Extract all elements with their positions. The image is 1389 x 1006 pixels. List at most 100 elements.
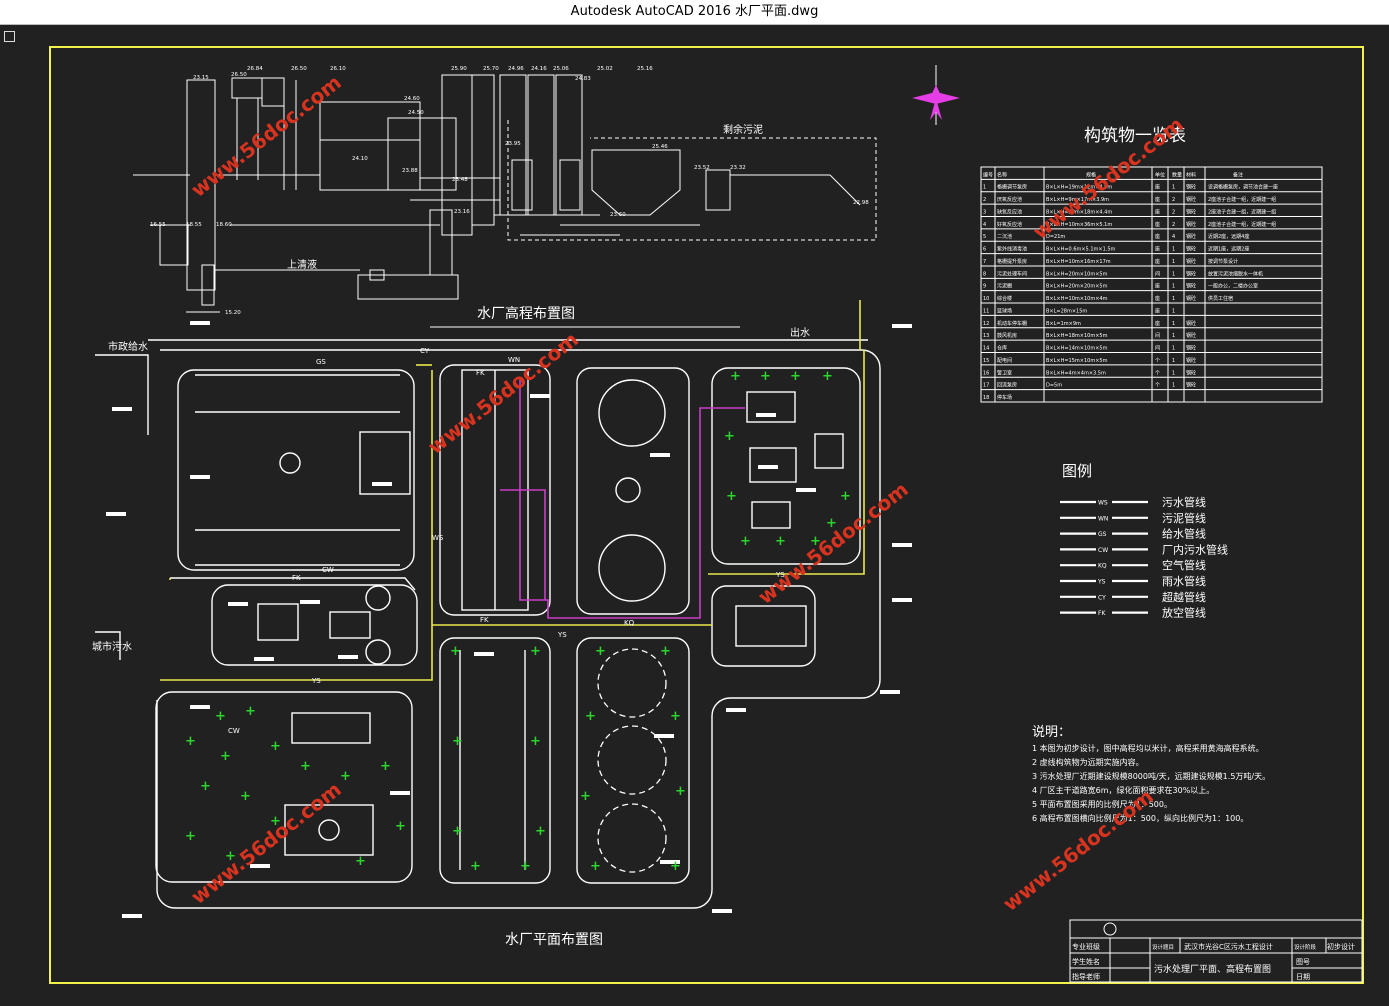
elev-label: 23.60: [610, 212, 626, 218]
svg-text:+: +: [826, 516, 837, 531]
table-header-cell: 备注: [1233, 171, 1243, 178]
table-cell: 按调节泵设计: [1208, 258, 1238, 265]
elev-label: 24.96: [508, 66, 524, 72]
pipe-code: WS: [432, 534, 444, 542]
trees: ++++ ++++ +++ ++++ ++++ ++++ ++++ ++++ +…: [185, 369, 851, 874]
legend-label: 厂内污水管线: [1162, 542, 1228, 556]
table-cell: 1: [1172, 296, 1175, 302]
structures-table: [980, 166, 1323, 403]
pipe-code: FK: [292, 574, 301, 582]
table-cell: 1: [1172, 383, 1175, 389]
table-cell: 9: [983, 284, 986, 290]
table-cell: 钢砼: [1186, 283, 1196, 290]
table-cell: 钢砼: [1186, 320, 1196, 327]
svg-text:+: +: [730, 369, 741, 384]
table-cell: B×L×H=18m×10m×5m: [1046, 333, 1108, 339]
svg-text:+: +: [760, 369, 771, 384]
table-cell: 1: [1172, 185, 1175, 191]
table-cell: 座: [1155, 283, 1160, 290]
drawing-canvas[interactable]: [0, 25, 1389, 1006]
table-cell: 钢砼: [1186, 369, 1196, 376]
table-cell: 座: [1155, 320, 1160, 327]
svg-text:学生姓名: 学生姓名: [1072, 957, 1100, 966]
north-arrow-icon: [912, 65, 960, 125]
svg-text:+: +: [775, 534, 786, 549]
table-cell: 1: [983, 185, 986, 191]
table-cell: 钢砼: [1186, 221, 1196, 228]
svg-text:设计阶段: 设计阶段: [1294, 943, 1317, 951]
table-cell: 座: [1155, 208, 1160, 215]
window-title: Autodesk AutoCAD 2016 水厂平面.dwg: [0, 0, 1389, 25]
elev-label: 23.52: [694, 165, 710, 171]
svg-text:图号: 图号: [1296, 958, 1310, 966]
table-cell: 座: [1155, 233, 1160, 240]
legend-label: 雨水管线: [1162, 574, 1206, 588]
table-cell: 座: [1155, 295, 1160, 302]
table-cell: 6: [983, 247, 986, 253]
table-cell: 钢砼: [1186, 233, 1196, 240]
table-cell: 16: [983, 370, 989, 376]
table-cell: 11: [983, 308, 989, 314]
table-cell: 钢砼: [1186, 184, 1196, 191]
pipe-code: KQ: [624, 619, 635, 627]
table-cell: B×L=1m×9m: [1046, 321, 1081, 327]
svg-text:+: +: [670, 709, 681, 724]
table-cell: 座: [1155, 307, 1160, 314]
table-cell: 个: [1155, 383, 1160, 389]
table-cell: 钢砼: [1186, 357, 1196, 364]
elev-label: 25.90: [451, 66, 467, 72]
table-cell: 4: [1172, 234, 1175, 240]
elev-label: 26.50: [231, 72, 247, 78]
svg-text:+: +: [470, 859, 481, 874]
viewport-control-icon[interactable]: [4, 31, 15, 42]
profile-elevation-labels: 23.15 26.50 26.84 26.50 26.10 25.90 25.7…: [150, 66, 869, 316]
svg-text:+: +: [450, 644, 461, 659]
elev-label: 25.70: [483, 66, 499, 72]
svg-text:+: +: [530, 734, 541, 749]
elev-label: 25.06: [553, 66, 569, 72]
table-cell: 2: [983, 197, 986, 203]
note-line: 2 虚线构筑物为远期实施内容。: [1032, 757, 1144, 767]
table-cell: 5: [983, 234, 986, 240]
pipe-code: CY: [420, 347, 430, 355]
svg-text:+: +: [185, 829, 196, 844]
table-cell: 间: [1155, 332, 1160, 339]
table-cell: 二沉池: [997, 233, 1012, 240]
table-header-cell: 数量: [1172, 171, 1182, 178]
table-cell: 近期2座，远期4座: [1208, 233, 1249, 240]
notes-lines: 1 本图为初步设计，图中高程均以米计，高程采用黄海高程系统。 2 虚线构筑物为远…: [1032, 743, 1270, 823]
table-cell: 7: [983, 259, 986, 265]
table-cell: B×L×H=20m×20m×5m: [1046, 284, 1108, 290]
svg-text:+: +: [580, 789, 591, 804]
legend-code: KQ: [1098, 563, 1107, 570]
svg-text:+: +: [452, 734, 463, 749]
pipe-code: FK: [480, 616, 489, 624]
legend-label: 污泥管线: [1162, 511, 1206, 525]
table-cell: 供员工住宿: [1208, 295, 1233, 302]
table-cell: 2座池子合建一组，近期建一组: [1208, 221, 1276, 228]
table-cell: 污泥棚: [997, 283, 1012, 290]
svg-text:+: +: [675, 784, 686, 799]
note-line: 1 本图为初步设计，图中高程均以米计，高程采用黄海高程系统。: [1032, 743, 1264, 753]
table-cell: 2座池子合建一组，近期建一组: [1208, 196, 1276, 203]
table-cell: 1: [1172, 271, 1175, 277]
table-cell: 缺氧反应池: [997, 208, 1022, 215]
sludge-label: 剩余污泥: [723, 123, 763, 136]
table-cell: 座: [1155, 196, 1160, 203]
elev-label: 23.88: [402, 168, 418, 174]
table-cell: B×L×H=10m×36m×5.1m: [1046, 222, 1112, 228]
table-cell: 近期1座，远期2座: [1208, 246, 1249, 253]
table-header-cell: 单位: [1155, 171, 1165, 178]
pipe-code-labels: GS CY WN FK YS WS CW KQ YS YS FK FK CW: [228, 347, 785, 735]
supernatant-label: 上清液: [287, 258, 317, 271]
table-cell: 10: [983, 296, 989, 302]
table-cell: 3: [983, 209, 986, 215]
legend-label: 超越管线: [1162, 590, 1206, 604]
table-cell: 座: [1155, 184, 1160, 191]
